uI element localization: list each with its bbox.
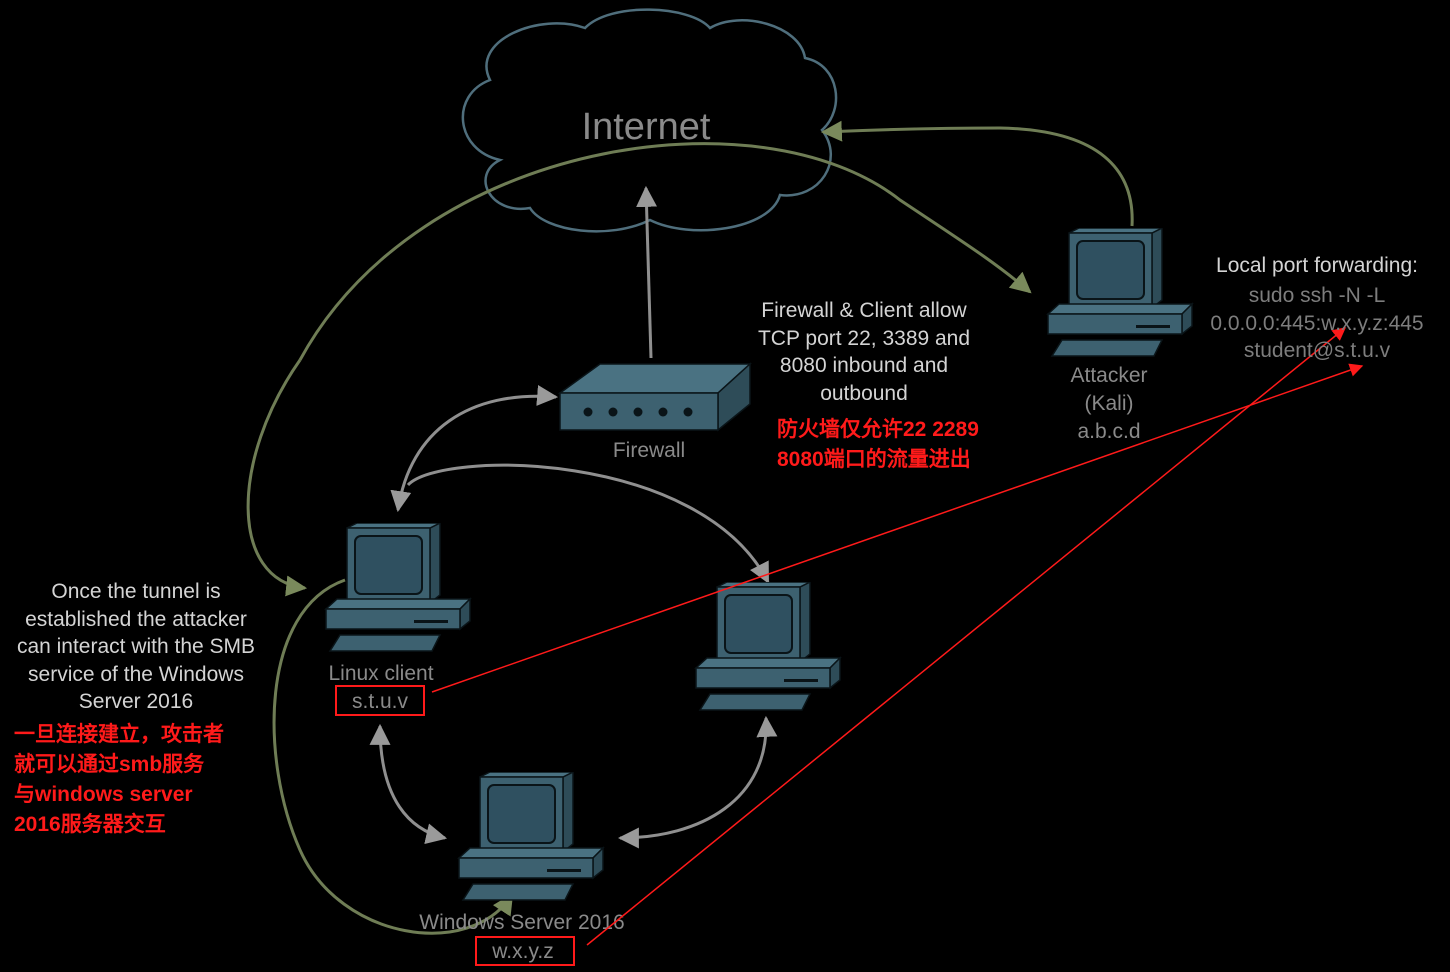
firewall-note: Firewall & Client allow TCP port 22, 338… — [758, 299, 979, 471]
internet-label: Internet — [582, 106, 711, 148]
tunnel-note-cn-line: 就可以通过smb服务 — [14, 752, 205, 776]
red-pointer-windows-to-command — [586, 327, 1347, 946]
tunnel-arrow-linux-to-windows — [272, 578, 514, 935]
port-forward-cmd-line: student@s.t.u.v — [1244, 339, 1391, 362]
computer-icon — [325, 523, 471, 652]
tunnel-note: Once the tunnel is established the attac… — [14, 580, 255, 836]
windows-server-node: Windows Server 2016 w.x.y.z — [419, 772, 625, 966]
firewall-icon — [557, 362, 752, 432]
windows-server-label: Windows Server 2016 — [419, 911, 624, 934]
firewall-note-line: TCP port 22, 3389 and — [758, 327, 970, 350]
firewall-note-line: outbound — [820, 382, 908, 405]
firewall-note-line: 8080 inbound and — [780, 354, 948, 377]
port-forward-note: Local port forwarding: sudo ssh -N -L 0.… — [1210, 254, 1423, 362]
linux-client-node: Linux client s.t.u.v — [325, 523, 471, 716]
computer-icon — [458, 772, 604, 901]
port-forward-cmd-line: 0.0.0.0:445:w.x.y.z:445 — [1210, 312, 1423, 335]
attacker-label-line: Attacker — [1070, 364, 1147, 387]
red-pointer-linux-to-command — [431, 363, 1364, 693]
port-forward-cmd-line: sudo ssh -N -L — [1249, 284, 1386, 307]
firewall-note-line: Firewall & Client allow — [761, 299, 967, 322]
attacker-label-line: (Kali) — [1084, 392, 1133, 415]
attacker-label-line: a.b.c.d — [1077, 420, 1140, 443]
attacker-node: Attacker (Kali) a.b.c.d — [1047, 228, 1193, 443]
arrow-linux-middle — [406, 463, 770, 584]
tunnel-arrow-attacker-to-internet — [820, 120, 1134, 227]
tunnel-note-line: can interact with the SMB — [17, 635, 255, 658]
windows-server-ip: w.x.y.z — [491, 940, 553, 963]
tunnel-note-cn-line: 2016服务器交互 — [14, 812, 166, 836]
arrow-linux-windows — [369, 723, 448, 845]
tunnel-arrow-left-loop — [246, 359, 308, 597]
middle-host-node — [695, 582, 841, 711]
linux-client-ip: s.t.u.v — [352, 690, 409, 713]
arrow-middle-windows — [617, 715, 778, 849]
arrow-firewall-linux — [390, 385, 559, 513]
firewall-label: Firewall — [613, 439, 685, 462]
firewall-note-cn-line: 防火墙仅允许22 2289 — [777, 417, 979, 441]
arrow-firewall-to-internet — [636, 185, 658, 359]
firewall-note-cn-line: 8080端口的流量进出 — [777, 447, 971, 471]
linux-client-label: Linux client — [328, 662, 433, 685]
firewall-node: Firewall — [557, 362, 752, 462]
tunnel-note-line: Once the tunnel is — [51, 580, 220, 603]
tunnel-note-line: established the attacker — [25, 608, 247, 631]
tunnel-arrow-internet-to-attacker — [298, 142, 1032, 361]
port-forward-title: Local port forwarding: — [1216, 254, 1418, 277]
windows-server-ip-box — [475, 936, 575, 966]
tunnel-note-line: Server 2016 — [79, 690, 193, 713]
computer-icon — [1047, 228, 1193, 357]
tunnel-note-line: service of the Windows — [28, 663, 244, 686]
tunnel-note-cn-line: 一旦连接建立，攻击者 — [14, 722, 224, 746]
tunnel-note-cn-line: 与windows server — [14, 783, 193, 806]
computer-icon — [695, 582, 841, 711]
internet-cloud: Internet — [461, 8, 838, 233]
linux-client-ip-box — [335, 685, 425, 716]
